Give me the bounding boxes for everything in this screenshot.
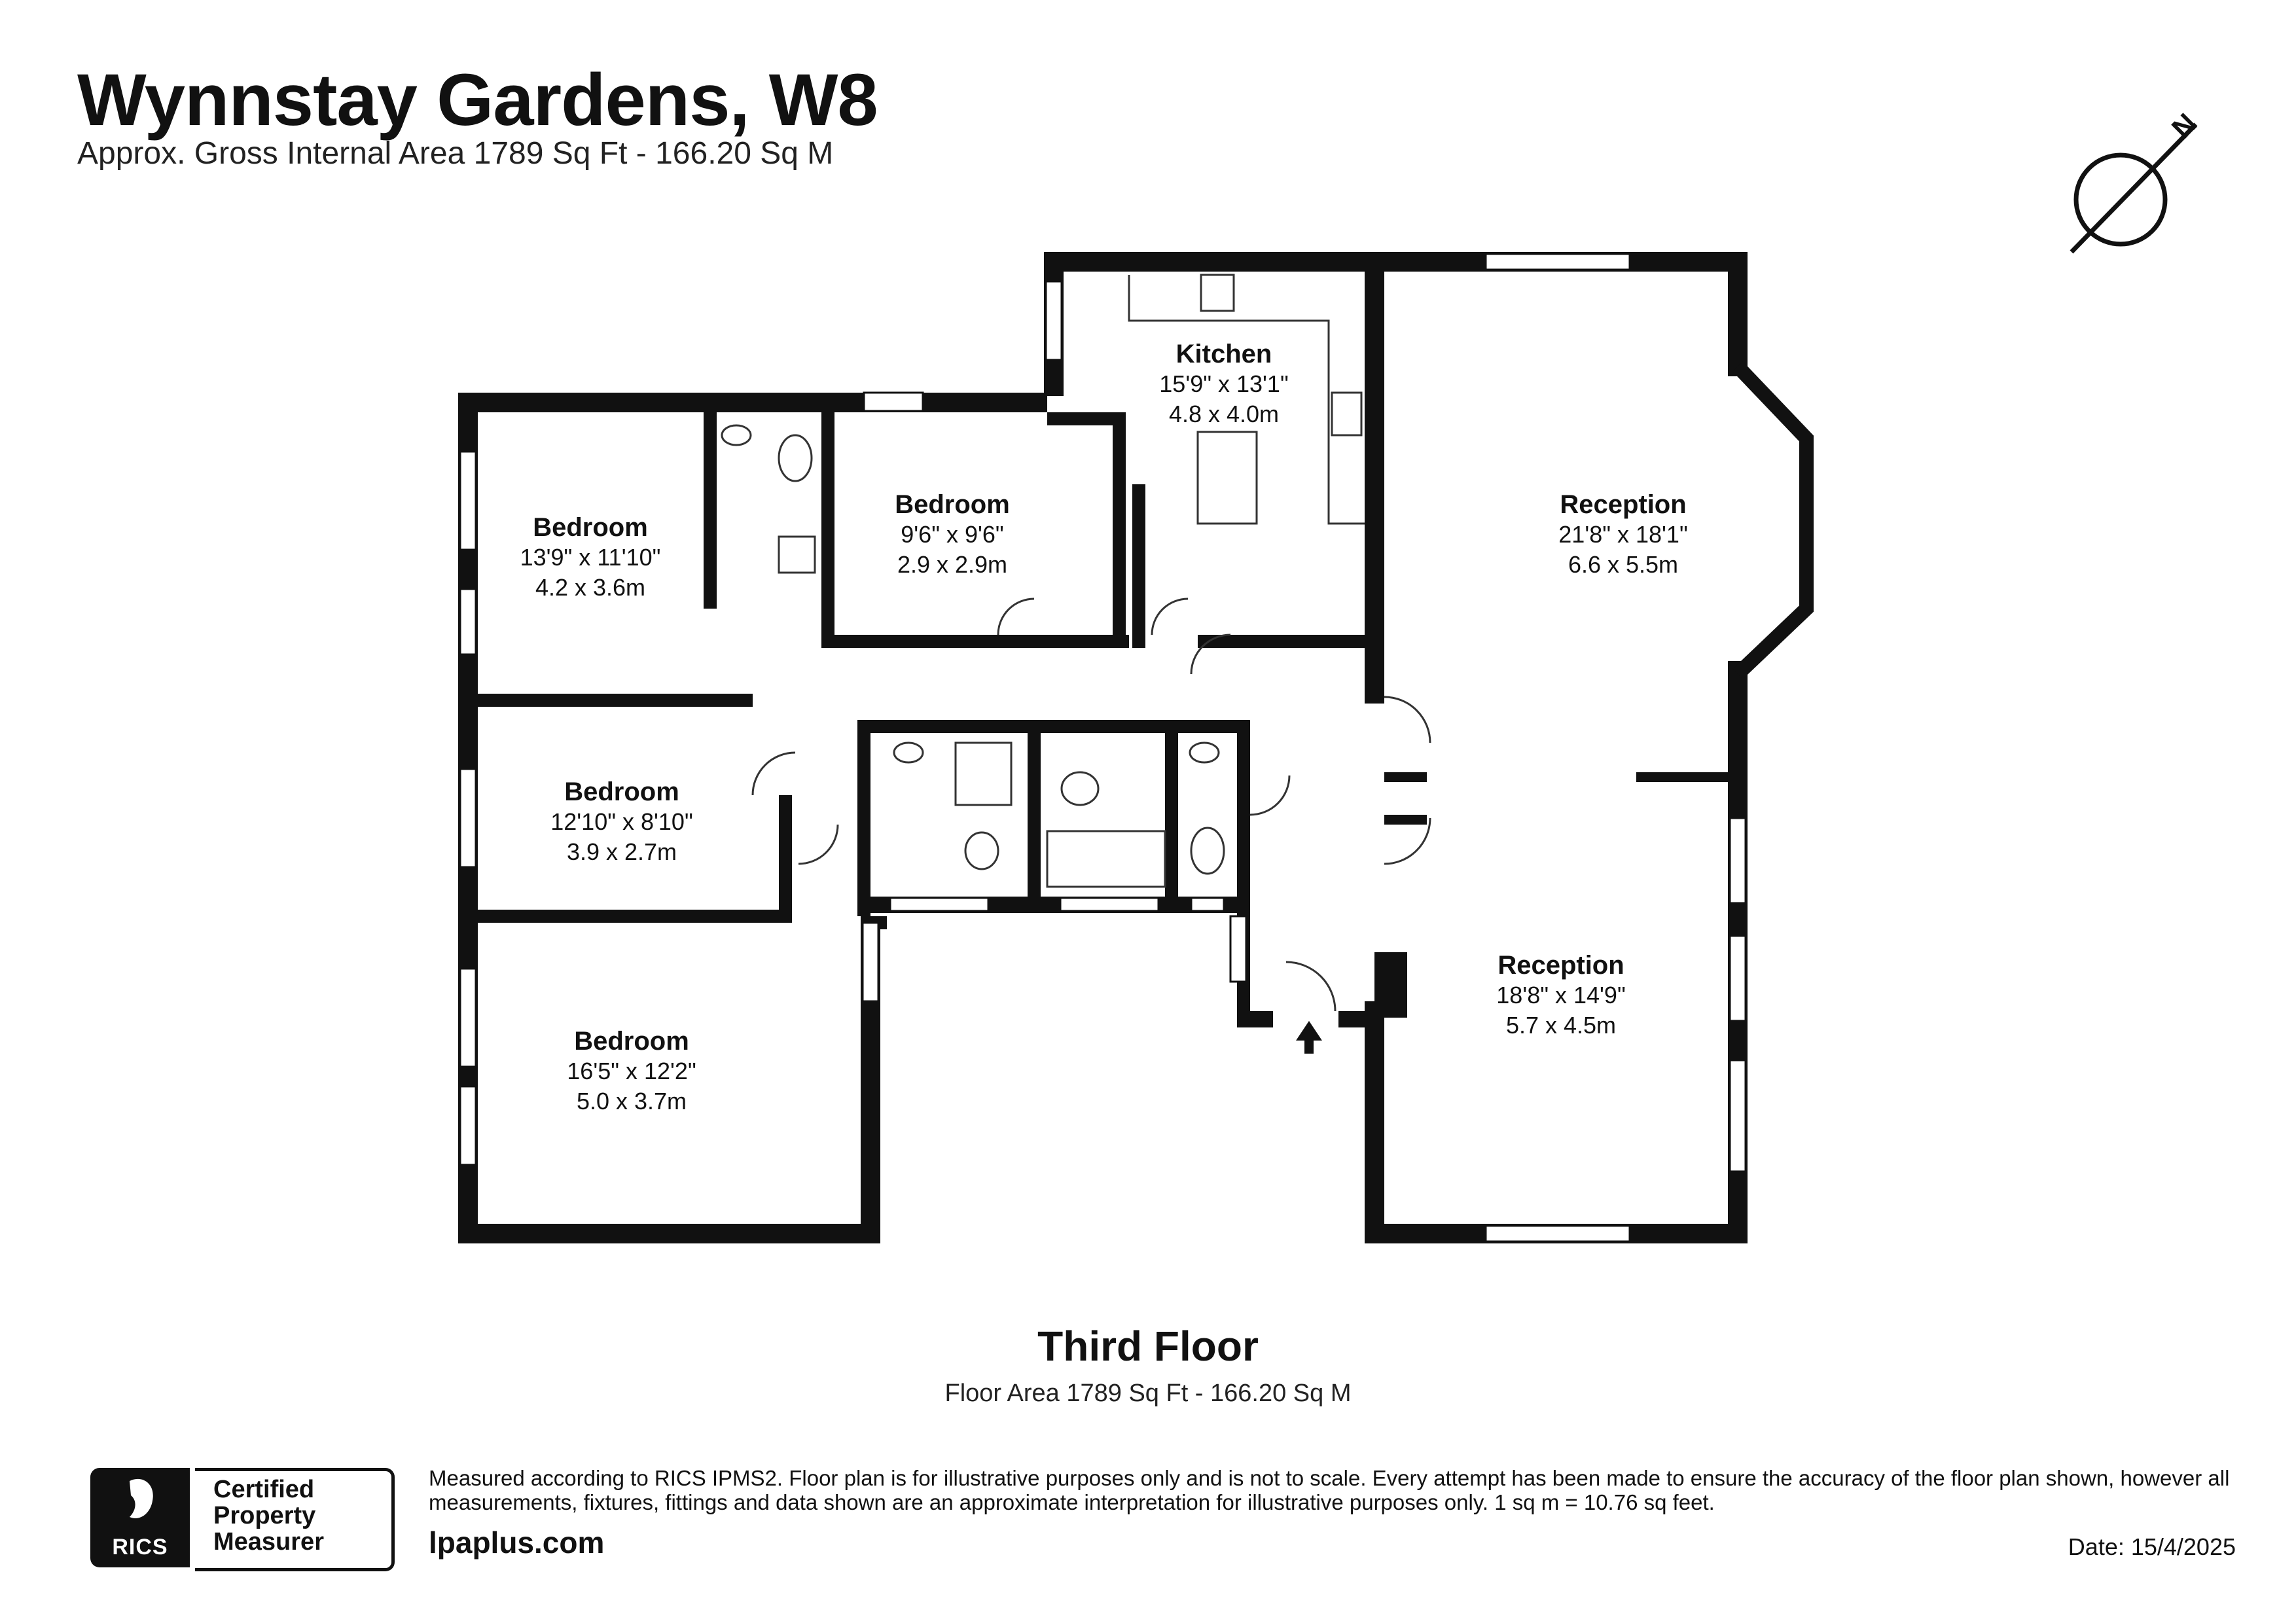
certified-text: Certified Property Measurer xyxy=(213,1476,324,1555)
walls xyxy=(458,252,1748,1243)
room-metric: 6.6 x 5.5m xyxy=(1568,551,1679,578)
room-reception-lower: Reception 18'8" x 14'9" 5.7 x 4.5m xyxy=(1496,950,1625,1041)
doors xyxy=(751,597,1431,1012)
windows xyxy=(459,253,1747,1243)
rics-logo xyxy=(90,1468,190,1567)
fixtures xyxy=(721,274,1365,888)
certified-line: Certified xyxy=(213,1476,315,1503)
certified-line: Measurer xyxy=(213,1528,324,1556)
room-imperial: 21'8" x 18'1" xyxy=(1558,521,1688,548)
room-name: Kitchen xyxy=(1175,340,1272,368)
room-bedroom-bottom-left: Bedroom 16'5" x 12'2" 5.0 x 3.7m xyxy=(567,1026,696,1116)
room-bedroom-small: Bedroom 9'6" x 9'6" 2.9 x 2.9m xyxy=(895,490,1010,580)
room-metric: 5.7 x 4.5m xyxy=(1505,1012,1617,1039)
rics-label: RICS xyxy=(112,1535,168,1560)
bay-window xyxy=(1732,361,1814,679)
room-name: Bedroom xyxy=(564,777,679,806)
room-kitchen: Kitchen 15'9" x 13'1" 4.8 x 4.0m xyxy=(1159,339,1288,429)
plan-subtitle: Approx. Gross Internal Area 1789 Sq Ft -… xyxy=(77,136,834,171)
lion-icon xyxy=(130,1478,153,1519)
room-imperial: 16'5" x 12'2" xyxy=(567,1058,696,1084)
floor-area: Floor Area 1789 Sq Ft - 166.20 Sq M xyxy=(944,1380,1352,1407)
compass-icon xyxy=(2070,122,2198,254)
floor-name: Third Floor xyxy=(1037,1323,1259,1370)
certified-line: Property xyxy=(213,1502,316,1529)
room-metric: 2.9 x 2.9m xyxy=(897,551,1008,578)
disclaimer: Measured according to RICS IPMS2. Floor … xyxy=(429,1466,2230,1514)
entrance-arrow xyxy=(1296,1021,1322,1054)
room-imperial: 18'8" x 14'9" xyxy=(1496,982,1626,1008)
room-metric: 3.9 x 2.7m xyxy=(566,838,677,865)
room-name: Reception xyxy=(1498,951,1624,980)
room-metric: 5.0 x 3.7m xyxy=(576,1088,687,1115)
room-name: Bedroom xyxy=(895,490,1010,519)
room-imperial: 9'6" x 9'6" xyxy=(901,521,1004,548)
room-name: Bedroom xyxy=(574,1027,689,1056)
room-metric: 4.8 x 4.0m xyxy=(1168,401,1280,427)
certified-badge xyxy=(195,1468,395,1571)
room-bedroom-top-left: Bedroom 13'9" x 11'10" 4.2 x 3.6m xyxy=(520,512,661,603)
room-name: Bedroom xyxy=(533,513,648,542)
room-bedroom-mid-left: Bedroom 12'10" x 8'10" 3.9 x 2.7m xyxy=(550,777,692,867)
plan-title: Wynnstay Gardens, W8 xyxy=(77,59,878,141)
room-imperial: 12'10" x 8'10" xyxy=(550,808,693,835)
plan-date: Date: 15/4/2025 xyxy=(2068,1533,2236,1560)
website-link[interactable]: lpaplus.com xyxy=(429,1525,605,1560)
room-imperial: 13'9" x 11'10" xyxy=(520,544,661,571)
room-name: Reception xyxy=(1560,490,1687,519)
room-reception-upper: Reception 21'8" x 18'1" 6.6 x 5.5m xyxy=(1558,490,1687,580)
room-imperial: 15'9" x 13'1" xyxy=(1159,370,1289,397)
room-metric: 4.2 x 3.6m xyxy=(535,574,646,601)
